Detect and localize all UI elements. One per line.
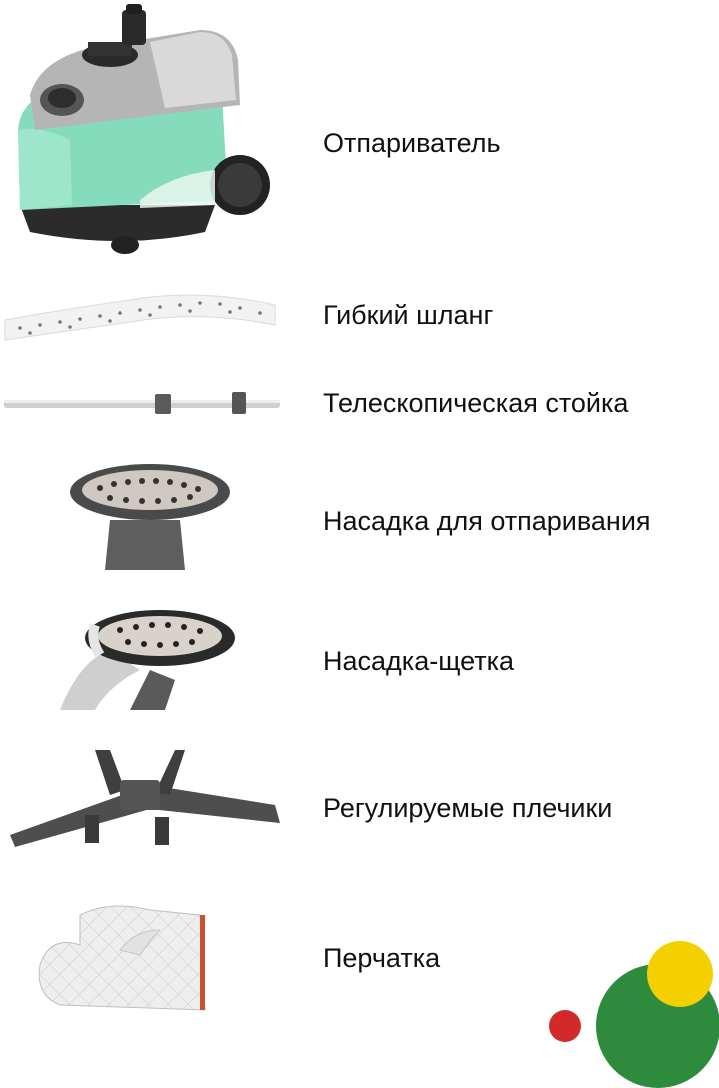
item-label: Телескопическая стойка (323, 388, 629, 418)
hanger-icon (10, 750, 280, 847)
item-steamer: Отпариватель (0, 0, 719, 265)
hose-icon (4, 294, 276, 341)
item-pole: Телескопическая стойка (0, 370, 719, 440)
item-label: Отпариватель (323, 128, 501, 158)
telescopic-pole-icon (4, 392, 280, 414)
item-label: Гибкий шланг (323, 300, 494, 330)
item-glove: Перчатка (0, 895, 719, 1025)
item-label: Насадка для отпаривания (323, 506, 651, 536)
item-hanger: Регулируемые плечики (0, 735, 719, 865)
steamer-icon (18, 4, 270, 254)
item-label: Перчатка (323, 943, 441, 973)
steam-nozzle-icon (70, 464, 230, 570)
item-hose: Гибкий шланг (0, 270, 719, 350)
decorative-yellow-circle (647, 941, 713, 1007)
brush-nozzle-icon (60, 610, 235, 710)
item-brush-nozzle: Насадка-щетка (0, 600, 719, 720)
item-label: Регулируемые плечики (323, 793, 613, 823)
item-label: Насадка-щетка (323, 646, 515, 676)
decorative-red-circle (549, 1010, 581, 1042)
glove-icon (38, 905, 206, 1011)
item-steam-nozzle: Насадка для отпаривания (0, 460, 719, 580)
